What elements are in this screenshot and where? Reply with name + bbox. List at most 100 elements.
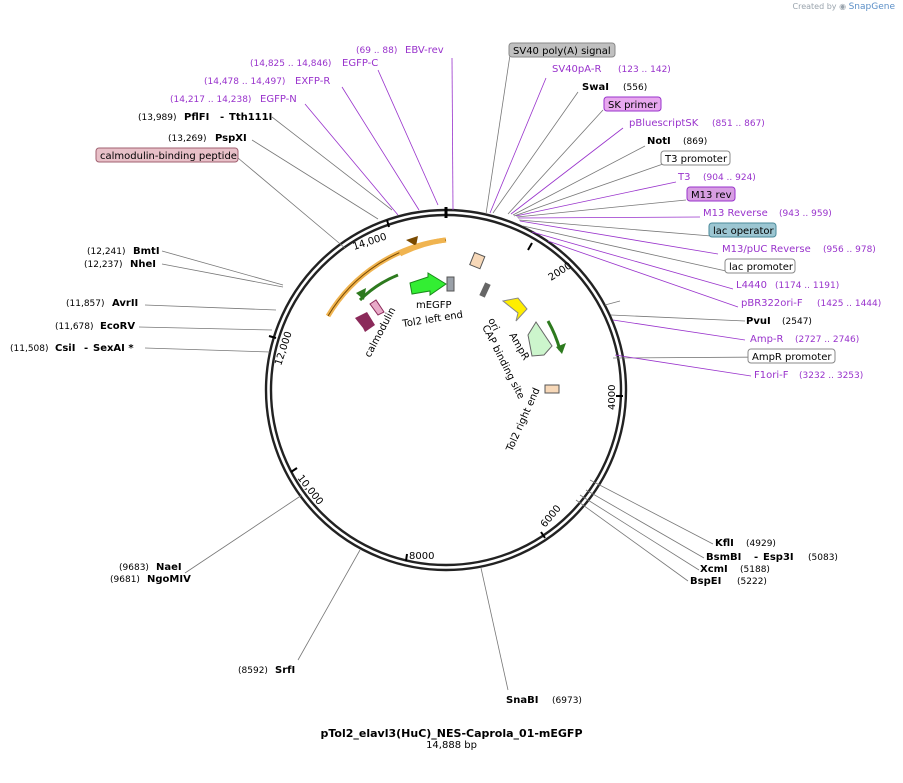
m13-rev-box [686, 186, 736, 202]
ampr-small-arrowhead [556, 343, 566, 354]
csii-label: CsiI [55, 343, 75, 354]
t3-primer-pos: (904 .. 924) [703, 173, 756, 183]
pspxi-pos: (13,269) [168, 134, 207, 144]
map-length: 14,888 bp [426, 740, 477, 751]
ebv-rev-label: EBV-rev [405, 45, 444, 56]
calmodulin-arrow [355, 312, 375, 332]
ngomiv-label: NgoMIV [147, 574, 191, 585]
snapgene-logo-icon: ◉ [839, 2, 847, 11]
swai-pos: (556) [623, 83, 647, 93]
srfi-pos: (8592) [238, 666, 268, 676]
bspei-pos: (5222) [737, 577, 767, 587]
xcmi-pos: (5188) [740, 565, 770, 575]
lac-operator-box [708, 222, 777, 238]
bmti-pos: (12,241) [87, 247, 126, 257]
amp-r-label: Amp-R [750, 334, 784, 345]
scale-tick-8000: 8000 [405, 551, 434, 562]
ecorv-pos: (11,678) [55, 322, 94, 332]
bsmbi-separator: - [754, 552, 758, 563]
noti-pos: (869) [683, 137, 707, 147]
lac-promoter-label: lac promoter [729, 262, 794, 273]
scale-tick-label: 2000 [547, 260, 574, 283]
egfp-c-pos: (14,825 .. 14,846) [250, 59, 331, 69]
t3-primer-label: T3 [677, 172, 690, 183]
xcmi-label: XcmI [700, 564, 728, 575]
ampr-promoter-label: AmpR promoter [752, 352, 832, 363]
pflfi-pos: (13,989) [138, 113, 177, 123]
exfp-r-label: EXFP-R [295, 76, 330, 87]
f1ori-f-pos: (3232 .. 3253) [799, 371, 863, 381]
avrii-label: AvrII [112, 298, 138, 309]
sk-primer-label: SK primer [608, 100, 658, 111]
scale-tick-4000: 4000 [607, 385, 623, 410]
orange-feature-arc-2 [398, 237, 446, 257]
calmodulin-small-arrowhead [356, 288, 366, 300]
snabi-pos: (6973) [552, 696, 582, 706]
tol2-left-end-mark [446, 276, 455, 292]
snapgene-credit: Created by ◉ SnapGene [793, 2, 896, 12]
ori-arrow [501, 297, 528, 322]
sv40-polya-signal-box [508, 42, 616, 58]
ampr-label: AmpR [506, 331, 530, 362]
pbluescriptsk-label: pBluescriptSK [629, 118, 699, 129]
megfp-label: mEGFP [416, 300, 452, 311]
avrii-pos: (11,857) [66, 299, 105, 309]
m13-reverse-label: M13 Reverse [703, 208, 768, 219]
csii-pos: (11,508) [10, 344, 49, 354]
pspxi-label: PspXI [215, 133, 247, 144]
scale-tick-label: 10,000 [295, 473, 325, 507]
ampr-arrow [527, 321, 553, 357]
cap-binding-mark [469, 251, 486, 270]
f1ori-f-label: F1ori-F [754, 370, 789, 381]
ngomiv-pos: (9681) [110, 575, 140, 585]
egfp-c-label: EGFP-C [342, 58, 378, 69]
pflfi-label: PflFI [184, 112, 209, 123]
sv40-polya-signal-label: SV40 poly(A) signal [513, 46, 611, 57]
t3-promoter-box [660, 150, 731, 166]
bsmbi-pos: (5083) [808, 553, 838, 563]
noti-label: NotI [647, 136, 671, 147]
swai-label: SwaI [582, 82, 609, 93]
scale-tick-6000: 6000 [539, 503, 564, 539]
sk-primer-box [603, 96, 662, 112]
sv40pa-r-pos: (123 .. 142) [618, 65, 671, 75]
m13-rev-label: M13 rev [691, 190, 732, 201]
calmodulin-peptide-mark [369, 299, 385, 316]
esp3i-label: Esp3I [763, 552, 794, 563]
tol2-left-end-label: Tol2 left end [401, 310, 464, 331]
pvui-label: PvuI [746, 316, 771, 327]
ecorv-label: EcoRV [100, 321, 135, 332]
ampr-promoter-box [747, 348, 836, 364]
nhei-label: NheI [130, 259, 156, 270]
leader-lines [138, 54, 778, 691]
scale-tick-label: 6000 [539, 503, 564, 530]
calmodulin-binding-peptide-label: calmodulin-binding peptide [100, 151, 237, 162]
tol2-right-end-mark [544, 384, 560, 394]
snabi-label: SnaBI [506, 695, 538, 706]
scale-tick-label: 4000 [607, 385, 618, 410]
csii-separator: - [84, 343, 88, 354]
pbr322ori-f-label: pBR322ori-F [741, 298, 803, 309]
bsmbi-label: BsmBI [706, 552, 741, 563]
ebv-rev-pos: (69 .. 88) [356, 46, 397, 56]
calmodulin-binding-peptide-box [95, 147, 239, 163]
egfp-n-label: EGFP-N [260, 94, 297, 105]
kfli-pos: (4929) [746, 539, 776, 549]
bspei-label: BspEI [690, 576, 721, 587]
lac-promoter-box [724, 258, 796, 274]
scale-tick-label: 8000 [409, 551, 434, 562]
credit-brand: SnapGene [848, 2, 895, 12]
bmti-label: BmtI [133, 246, 160, 257]
scale-tick-14000: 14,000 [352, 219, 390, 253]
pflfi-separator: - [220, 112, 224, 123]
orange-feature-arrow [406, 236, 418, 246]
egfp-n-pos: (14,217 .. 14,238) [170, 95, 251, 105]
tth111i-label: Tth111I [229, 112, 272, 123]
pbr322ori-f-pos: (1425 .. 1444) [817, 299, 881, 309]
pbluescriptsk-pos: (851 .. 867) [712, 119, 765, 129]
t3-promoter-label: T3 promoter [664, 154, 728, 165]
m13-reverse-pos: (943 .. 959) [779, 209, 832, 219]
ori-label: ori [485, 316, 501, 333]
m13-puc-reverse-pos: (956 .. 978) [823, 245, 876, 255]
